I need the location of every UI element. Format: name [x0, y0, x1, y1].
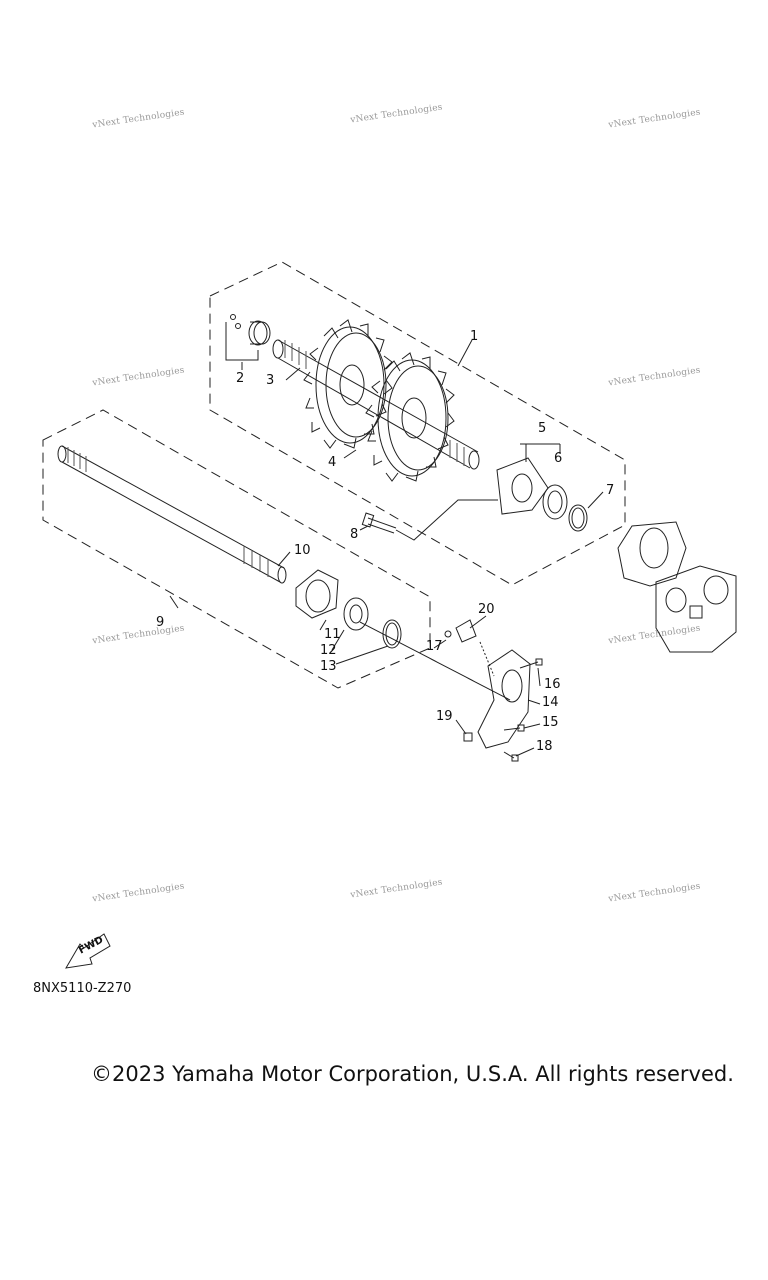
flange-bearing-housing: [295, 569, 339, 619]
callout-19: 19: [436, 709, 453, 724]
chaincase-housing: [617, 521, 737, 653]
bracket-plate: [477, 649, 531, 749]
callout-1: 1: [470, 329, 479, 344]
sprocket-wheel-right: [365, 352, 455, 482]
callout-5: 5: [538, 421, 547, 436]
callout-6: 6: [554, 451, 563, 466]
callout-16: 16: [544, 677, 561, 692]
callout-2: 2: [236, 371, 245, 386]
oil-seal: [542, 484, 568, 520]
group-outline-9: [42, 409, 431, 689]
copyright-notice: ©2023 Yamaha Motor Corporation, U.S.A. A…: [91, 1062, 734, 1086]
small-hardware: [444, 619, 543, 762]
long-axle: [57, 445, 287, 584]
callout-12: 12: [320, 643, 337, 658]
bearing-housing-plate: [496, 457, 549, 515]
fwd-arrow: [65, 933, 111, 969]
callout-leaders: [169, 339, 604, 757]
callout-15: 15: [542, 715, 559, 730]
bearing-12: [343, 597, 369, 631]
callout-8: 8: [350, 527, 359, 542]
callout-7: 7: [606, 483, 615, 498]
group-outline-1: [209, 261, 626, 586]
callout-11: 11: [324, 627, 341, 642]
circlip: [568, 504, 588, 532]
callout-17: 17: [426, 639, 443, 654]
callout-18: 18: [536, 739, 553, 754]
callout-9: 9: [156, 615, 165, 630]
drive-shaft: [272, 339, 480, 470]
callout-3: 3: [266, 373, 275, 388]
pin-parts: [225, 314, 259, 361]
diagram-code: 8NX5110-Z270: [33, 981, 132, 996]
callout-10: 10: [294, 543, 311, 558]
circlip-13: [382, 619, 402, 649]
bushing-part: [248, 320, 271, 346]
leader-bolt: [395, 499, 498, 541]
callout-13: 13: [320, 659, 337, 674]
axis-line-lower: [359, 621, 511, 701]
callout-4: 4: [328, 455, 337, 470]
callout-14: 14: [542, 695, 559, 710]
bolt-8: [361, 512, 397, 534]
callout-20: 20: [478, 602, 495, 617]
